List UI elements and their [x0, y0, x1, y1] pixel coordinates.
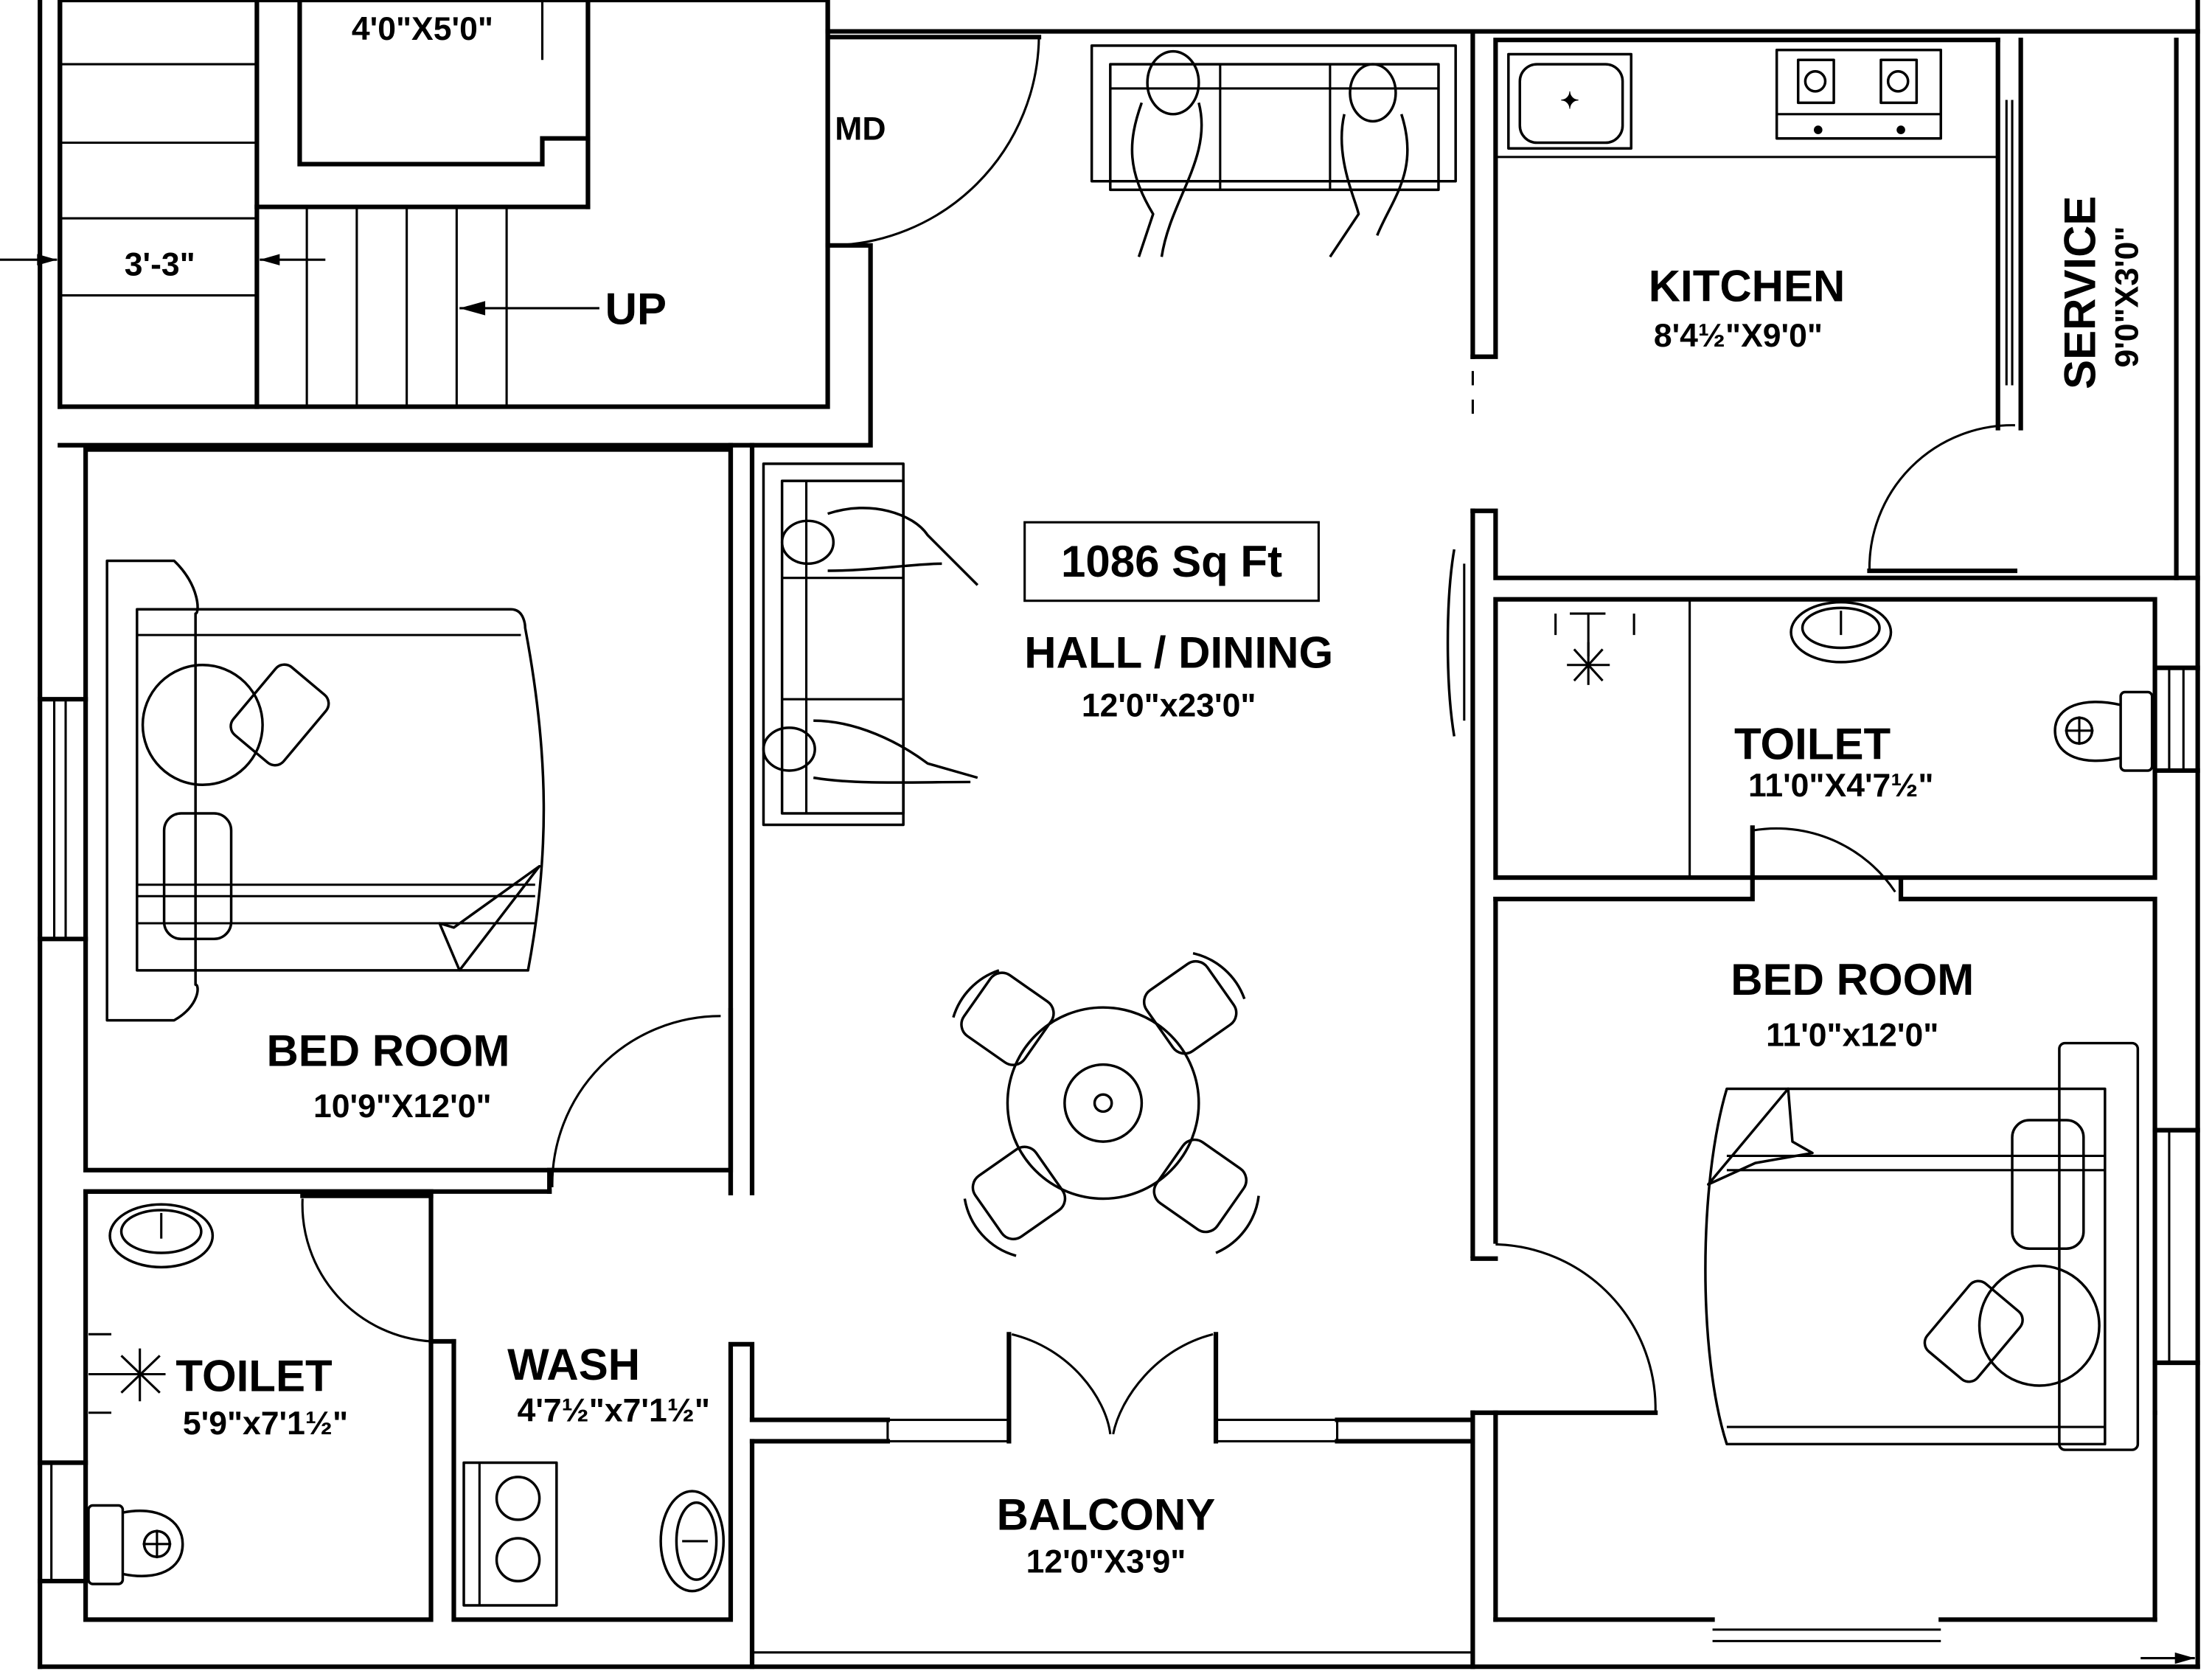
toilet-right-dimensions: 11'0"X4'7½" [1748, 768, 1933, 804]
washbasin-icon [1790, 600, 1893, 664]
area-box [1023, 521, 1320, 602]
bedroom-right-name: BED ROOM [1731, 955, 1974, 1004]
kitchen-dimensions: 8'4½"X9'0" [1654, 318, 1823, 354]
bedroom-right-walls [1470, 897, 2200, 1642]
toilet-left-dimensions: 5'9"x7'1½" [183, 1406, 348, 1442]
bedroom-right-dimensions: 11'0"x12'0" [1766, 1017, 1938, 1053]
dining-table [952, 951, 1260, 1257]
sofa-left [762, 462, 979, 827]
bedroom-left-name: BED ROOM [266, 1026, 509, 1076]
washbasin-icon [108, 1203, 215, 1269]
total-area-label: 1086 Sq Ft [1061, 537, 1282, 586]
washing-machine-icon [462, 1461, 558, 1607]
chair-icon [1142, 959, 1238, 1055]
hall-dimensions: 12'0"x23'0" [1082, 687, 1256, 723]
bedroom-left-dimensions: 10'9"X12'0" [313, 1088, 492, 1125]
staircase [0, 0, 830, 409]
bed-right [1704, 1041, 2140, 1451]
person-icon [1329, 63, 1409, 258]
toilet-right-walls [1493, 597, 2200, 1415]
shower-icon [88, 1333, 166, 1414]
arrow-icon [260, 254, 280, 265]
toilet-left-name: TOILET [175, 1352, 332, 1401]
person-icon [780, 507, 979, 586]
service-name: SERVICE [2055, 196, 2104, 389]
stair-up-label: UP [605, 284, 667, 333]
bed-left [105, 559, 546, 1022]
balcony-name: BALCONY [997, 1490, 1216, 1539]
main-door[interactable] [58, 29, 1042, 448]
wash-dimensions: 4'7½"x7'1½" [518, 1392, 710, 1428]
arrow-icon [37, 254, 58, 265]
chair-icon [971, 1145, 1067, 1240]
chair-icon [960, 971, 1055, 1066]
wc-icon [2053, 690, 2154, 772]
washbasin-icon [659, 1490, 726, 1593]
lift-shaft [297, 0, 591, 167]
kitchen-sink: ✦ [1507, 52, 1632, 150]
balcony-walls [749, 1332, 1475, 1670]
hall-name: HALL / DINING [1024, 628, 1333, 678]
person-icon [1130, 49, 1203, 257]
lift-dimensions: 4'0"X5'0" [352, 11, 493, 47]
gas-stove [1775, 48, 1942, 140]
stair-width-label: 3'-3" [125, 246, 195, 282]
shower-icon [1554, 612, 1635, 685]
kitchen-name: KITCHEN [1649, 261, 1846, 310]
person-icon [762, 719, 978, 784]
sofa-top [1090, 44, 1457, 258]
wash-walls [428, 1338, 755, 1622]
toilet-right-name: TOILET [1734, 719, 1891, 768]
tv-unit [1446, 549, 1466, 737]
service-dimensions: 9'0"X3'0" [2109, 226, 2145, 367]
wc-icon [87, 1504, 184, 1585]
arrow-icon [459, 301, 486, 316]
wash-name: WASH [507, 1340, 640, 1389]
toilet-left-walls [38, 1189, 434, 1622]
balcony-dimensions: 12'0"X3'9" [1026, 1543, 1186, 1580]
chair-icon [1152, 1138, 1248, 1234]
svg-text:✦: ✦ [1560, 88, 1579, 114]
arrow-icon [2174, 1652, 2195, 1664]
kitchen-walls [1470, 38, 2200, 580]
main-door-label: MD [835, 111, 886, 147]
